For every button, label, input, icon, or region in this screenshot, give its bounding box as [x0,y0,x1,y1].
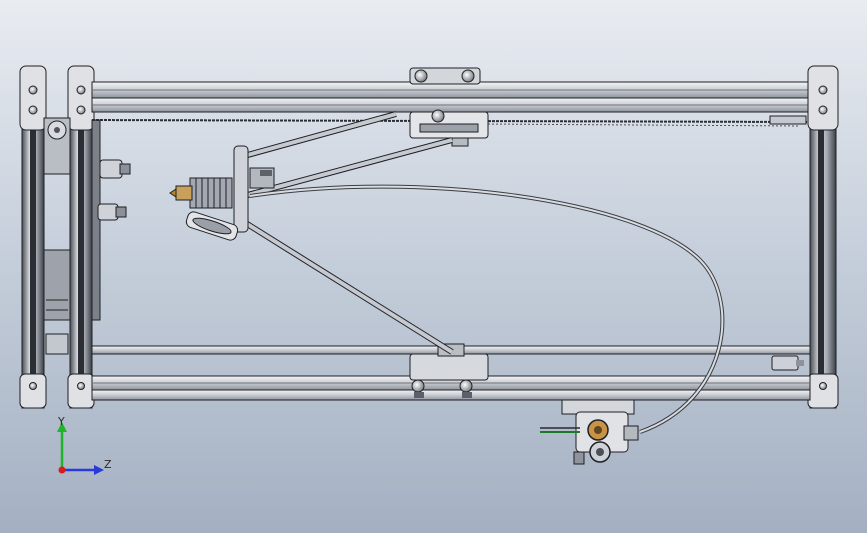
roller-wheel-icon [459,379,473,393]
z-axis-label: Z [104,458,112,471]
top-carriage[interactable] [409,67,481,85]
bolt-icon [28,105,38,115]
bolt-icon [819,382,827,390]
top-rail-assembly[interactable] [91,67,813,147]
nozzle-icon [169,188,177,198]
roller-wheel-icon [414,69,428,83]
left-bottom-cap-2 [67,373,95,409]
left-top-cap-2 [67,65,95,131]
right-top-cap [807,65,839,131]
left-frame-assembly[interactable] [19,65,101,409]
bolt-icon [77,382,85,390]
bolt-icon [818,105,828,115]
cooling-fan [185,211,239,241]
bottom-carriage[interactable] [409,353,489,381]
heatsink-fins [195,178,227,208]
right-bottom-cap [807,373,839,409]
cable-glands [97,159,131,221]
roller-wheel-icon [411,379,425,393]
bolt-icon [76,105,86,115]
bolt-icon [28,85,38,95]
left-post-channel [30,128,36,388]
pulley-hub-icon [54,127,60,133]
x-axis-icon [58,466,66,474]
arm-linkages[interactable] [242,111,454,355]
bolt-icon [29,382,37,390]
end-stop-sensor [771,355,799,371]
left-side-plate [91,119,101,321]
left-mid-bracket [43,249,71,321]
coordinate-triad: Y Z [57,415,112,475]
bowden-tube [249,184,725,434]
y-axis-label: Y [57,415,65,428]
print-head-assembly[interactable] [169,145,275,242]
right-frame-assembly[interactable] [807,65,839,409]
extruder-assembly[interactable] [540,399,639,465]
heatsink [189,177,233,209]
roller-wheel-icon [431,109,445,123]
left-top-cap [19,65,47,131]
left-bottom-cap [19,373,47,409]
nozzle-block [175,185,193,201]
bolt-icon [818,85,828,95]
roller-wheel-icon [461,69,475,83]
left-post-channel-2 [78,128,84,388]
bottom-rail-lower [91,389,811,401]
left-lower-clamp [45,333,69,355]
bolt-icon [76,85,86,95]
effector-plate [233,145,249,233]
